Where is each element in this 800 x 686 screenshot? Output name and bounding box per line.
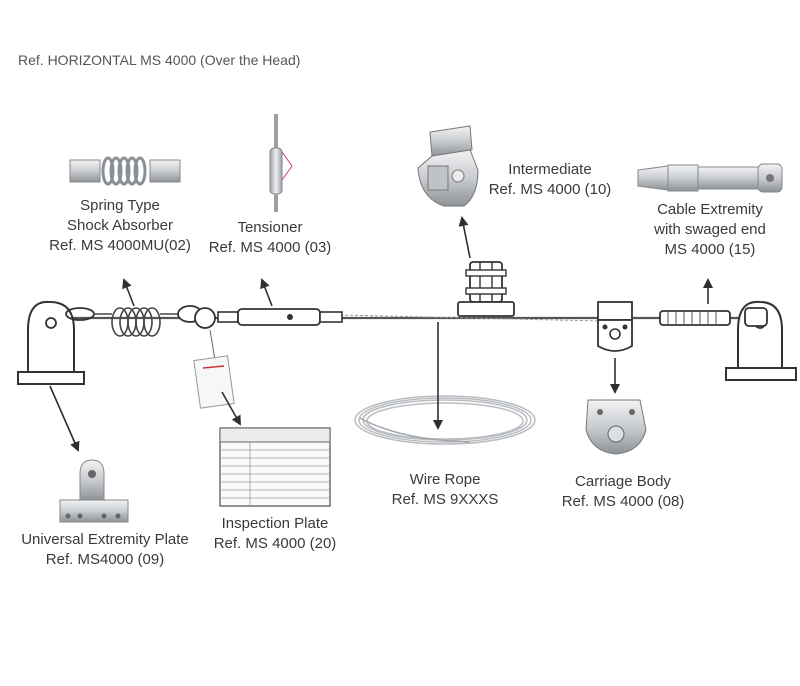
intermediate-photo <box>417 125 479 207</box>
tensioner-on-line <box>177 305 343 329</box>
inspection-plate-photo <box>219 427 331 507</box>
label-tensioner: Tensioner Ref. MS 4000 (03) <box>208 219 332 256</box>
shock-absorber-coil <box>94 307 178 337</box>
arrow-intermediate <box>458 216 471 259</box>
label-intermediate: Intermediate Ref. MS 4000 (10) <box>488 161 612 198</box>
label-wire-rope: Wire Rope Ref. MS 9XXXS <box>391 471 499 508</box>
label-carriage-body: Carriage Body Ref. MS 4000 (08) <box>561 473 685 510</box>
tensioner-photo <box>269 114 293 212</box>
carriage-body-photo <box>585 399 647 455</box>
arrow-universal-plate <box>49 385 80 452</box>
arrow-tensioner <box>260 278 273 307</box>
left-anchor-post <box>17 300 95 385</box>
label-shock-absorber: Spring Type Shock Absorber Ref. MS 4000M… <box>49 197 191 254</box>
inspection-tag-hanging <box>193 329 235 409</box>
carriage-on-line <box>597 301 633 352</box>
label-inspection-plate: Inspection Plate Ref. MS 4000 (20) <box>213 515 337 552</box>
intermediate-on-line <box>457 261 515 317</box>
main-cable <box>60 314 745 322</box>
universal-plate-photo <box>59 459 129 523</box>
diagram-title: Ref. HORIZONTAL MS 4000 (Over the Head) <box>18 52 301 68</box>
arrow-inspection-plate <box>221 391 241 426</box>
cable-extremity-photo <box>637 163 783 193</box>
label-cable-extremity: Cable Extremity with swaged end MS 4000 … <box>654 201 766 258</box>
swaged-end-on-line <box>659 310 731 326</box>
wire-rope-coil-photo <box>354 395 536 445</box>
shock-absorber-photo <box>69 156 181 186</box>
label-universal-plate: Universal Extremity Plate Ref. MS4000 (0… <box>21 531 189 568</box>
right-anchor-post <box>725 300 797 381</box>
pointer-arrows <box>49 216 713 452</box>
arrow-shock-absorber <box>122 278 135 307</box>
